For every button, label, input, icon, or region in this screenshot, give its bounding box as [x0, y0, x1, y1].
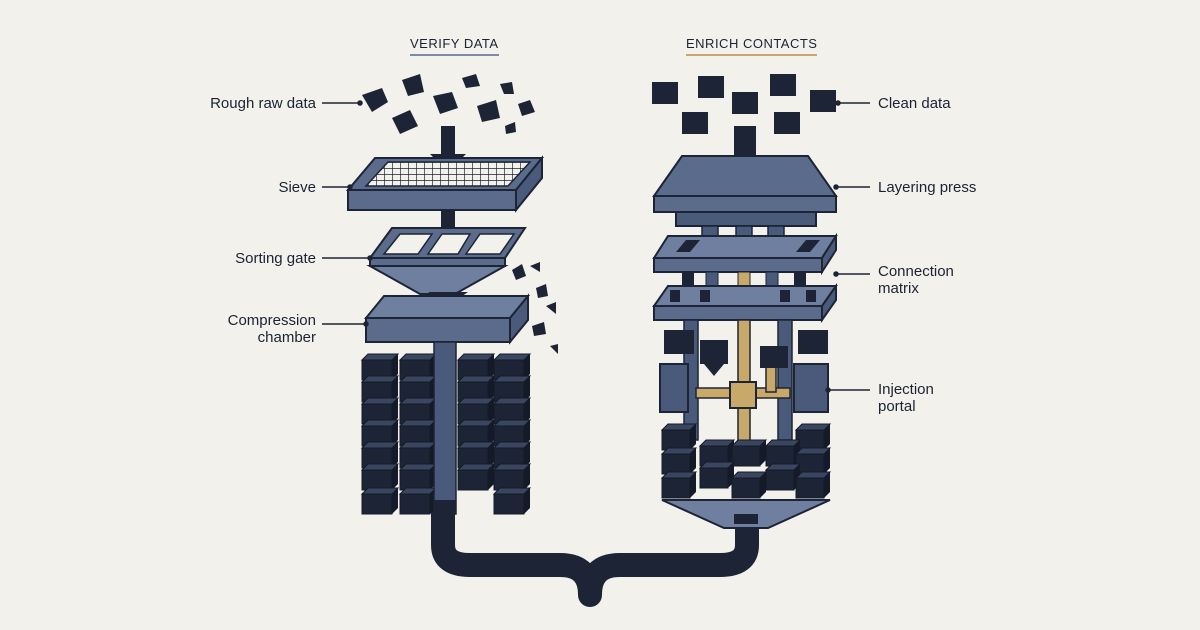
- data-block: [698, 439, 736, 467]
- data-block: [660, 423, 698, 451]
- connecting-pipe: [431, 510, 759, 607]
- data-block: [660, 447, 698, 475]
- label-connection-line-2: matrix: [878, 280, 919, 297]
- data-block: [360, 487, 400, 515]
- label-rough-raw-data: Rough raw data: [210, 95, 316, 112]
- data-block: [492, 441, 532, 469]
- data-block: [794, 423, 832, 451]
- data-block: [456, 397, 496, 425]
- label-sieve: Sieve: [278, 179, 316, 196]
- data-block: [492, 353, 532, 381]
- title-enrich-contacts-text: ENRICH CONTACTS: [686, 36, 818, 51]
- data-block: [794, 471, 832, 499]
- label-compression-line-1: Compression: [227, 312, 316, 329]
- title-verify-data-text: VERIFY DATA: [410, 36, 499, 51]
- data-block: [398, 463, 438, 491]
- label-injection-portal: Injection portal: [878, 381, 934, 415]
- data-block: [794, 447, 832, 475]
- data-block: [360, 397, 400, 425]
- data-block: [360, 375, 400, 403]
- title-underline-right: [686, 54, 818, 56]
- label-compression-chamber: Compression chamber: [150, 312, 316, 346]
- data-block: [730, 471, 768, 499]
- label-layering-press: Layering press: [878, 179, 977, 196]
- label-sorting-gate: Sorting gate: [235, 250, 316, 267]
- data-block: [764, 439, 802, 467]
- label-compression-line-2: chamber: [257, 329, 316, 346]
- output-funnel: [661, 499, 831, 529]
- data-block: [398, 419, 438, 447]
- center-column: [433, 341, 457, 515]
- data-block: [360, 353, 400, 381]
- data-block: [456, 375, 496, 403]
- data-block: [698, 461, 736, 489]
- label-connection-line-1: Connection: [878, 263, 954, 280]
- sieve: [345, 155, 545, 213]
- title-enrich-contacts: ENRICH CONTACTS: [686, 36, 818, 56]
- data-block: [764, 463, 802, 491]
- data-block: [456, 441, 496, 469]
- data-block: [492, 419, 532, 447]
- data-block: [456, 419, 496, 447]
- layering-press: [652, 155, 838, 227]
- rejected-fragments: [512, 262, 558, 354]
- data-block: [492, 487, 532, 515]
- data-block: [360, 441, 400, 469]
- leader-lines: [322, 100, 870, 393]
- data-block: [492, 375, 532, 403]
- data-block: [360, 463, 400, 491]
- clean-data-cubes: [652, 74, 836, 134]
- data-block: [360, 419, 400, 447]
- connection-matrix: [652, 232, 838, 324]
- label-clean-data: Clean data: [878, 95, 951, 112]
- label-injection-line-2: portal: [878, 398, 916, 415]
- data-block: [492, 397, 532, 425]
- rough-raw-data-shards: [362, 74, 535, 134]
- data-block: [492, 463, 532, 491]
- data-block: [456, 353, 496, 381]
- data-block: [660, 471, 698, 499]
- label-injection-line-1: Injection: [878, 381, 934, 398]
- data-block: [398, 487, 438, 515]
- data-block: [730, 439, 768, 467]
- title-underline-left: [410, 54, 499, 56]
- compression-chamber: [363, 293, 531, 345]
- label-connection-matrix: Connection matrix: [878, 263, 954, 297]
- enriched-block-stack: [660, 423, 832, 499]
- title-verify-data: VERIFY DATA: [410, 36, 499, 56]
- sorting-gate: [366, 227, 527, 306]
- data-block: [456, 463, 496, 491]
